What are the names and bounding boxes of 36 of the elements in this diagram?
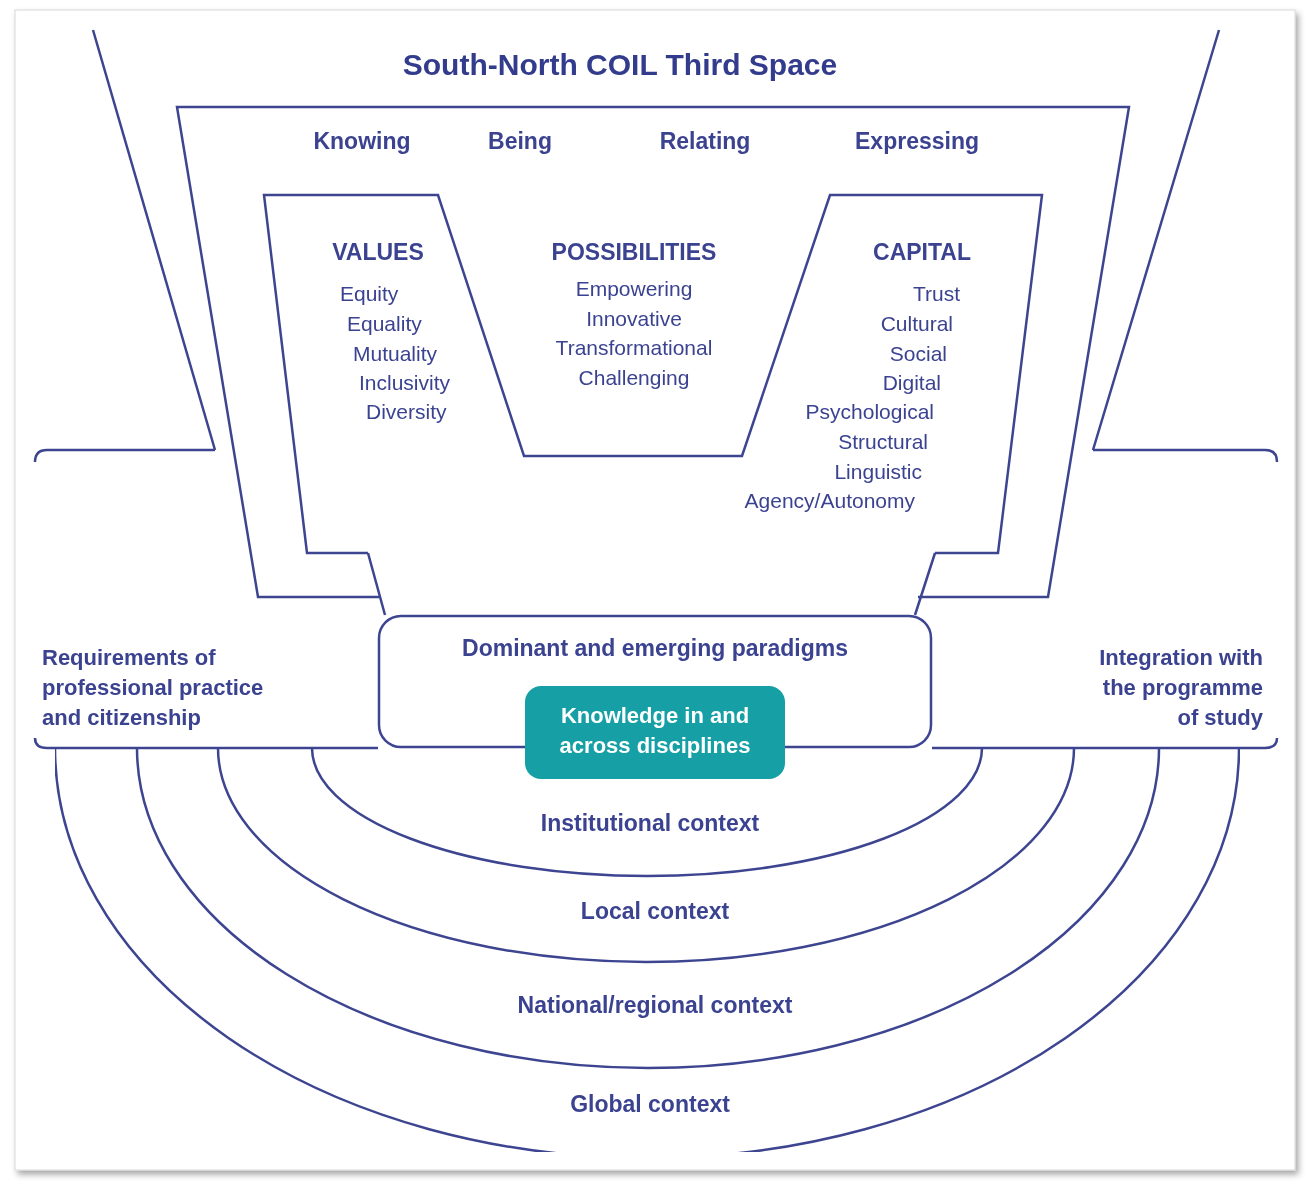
item-text: Mutuality bbox=[353, 341, 438, 367]
label-text: Expressing bbox=[855, 127, 979, 156]
label-text: National/regional context bbox=[517, 991, 793, 1020]
label-text: Knowing bbox=[313, 127, 411, 156]
item-text: Psychological bbox=[805, 399, 934, 425]
label-text: Requirements of professional practice and citizenship bbox=[42, 644, 265, 732]
label-text: Relating bbox=[659, 127, 751, 156]
column-heading: POSSIBILITIES bbox=[551, 238, 717, 267]
column-heading: CAPITAL bbox=[873, 238, 971, 267]
item-text: Cultural bbox=[880, 311, 953, 337]
item-text: Digital bbox=[882, 370, 941, 396]
item-text: Diversity bbox=[366, 399, 447, 425]
label-text: Global context bbox=[570, 1090, 730, 1119]
outer-frame bbox=[177, 107, 1129, 597]
highlight-box bbox=[524, 685, 786, 780]
item-text: Challenging bbox=[578, 365, 690, 391]
item-text: Innovative bbox=[586, 306, 682, 332]
item-text: Agency/Autonomy bbox=[744, 488, 915, 514]
label-text: Dominant and emerging paradigms bbox=[462, 634, 848, 663]
item-text: Structural bbox=[838, 429, 928, 455]
label-text: Integration with the programme of study bbox=[1098, 644, 1263, 732]
item-text: Equality bbox=[347, 311, 422, 337]
item-text: Social bbox=[889, 341, 947, 367]
item-text: Equity bbox=[340, 281, 399, 307]
item-text: Transformational bbox=[555, 335, 713, 361]
column-heading: VALUES bbox=[332, 238, 424, 267]
item-text: Trust bbox=[912, 281, 960, 307]
item-text: Inclusivity bbox=[359, 370, 451, 396]
label-text: Being bbox=[488, 127, 552, 156]
inner-frame bbox=[264, 195, 1042, 553]
label-text: Institutional context bbox=[540, 809, 760, 838]
diagram-title: South-North COIL Third Space bbox=[401, 48, 839, 82]
label-text: Local context bbox=[580, 897, 730, 926]
item-text: Linguistic bbox=[834, 459, 922, 485]
label-text: Knowledge in and across disciplines bbox=[558, 702, 752, 760]
item-text: Empowering bbox=[575, 276, 693, 302]
